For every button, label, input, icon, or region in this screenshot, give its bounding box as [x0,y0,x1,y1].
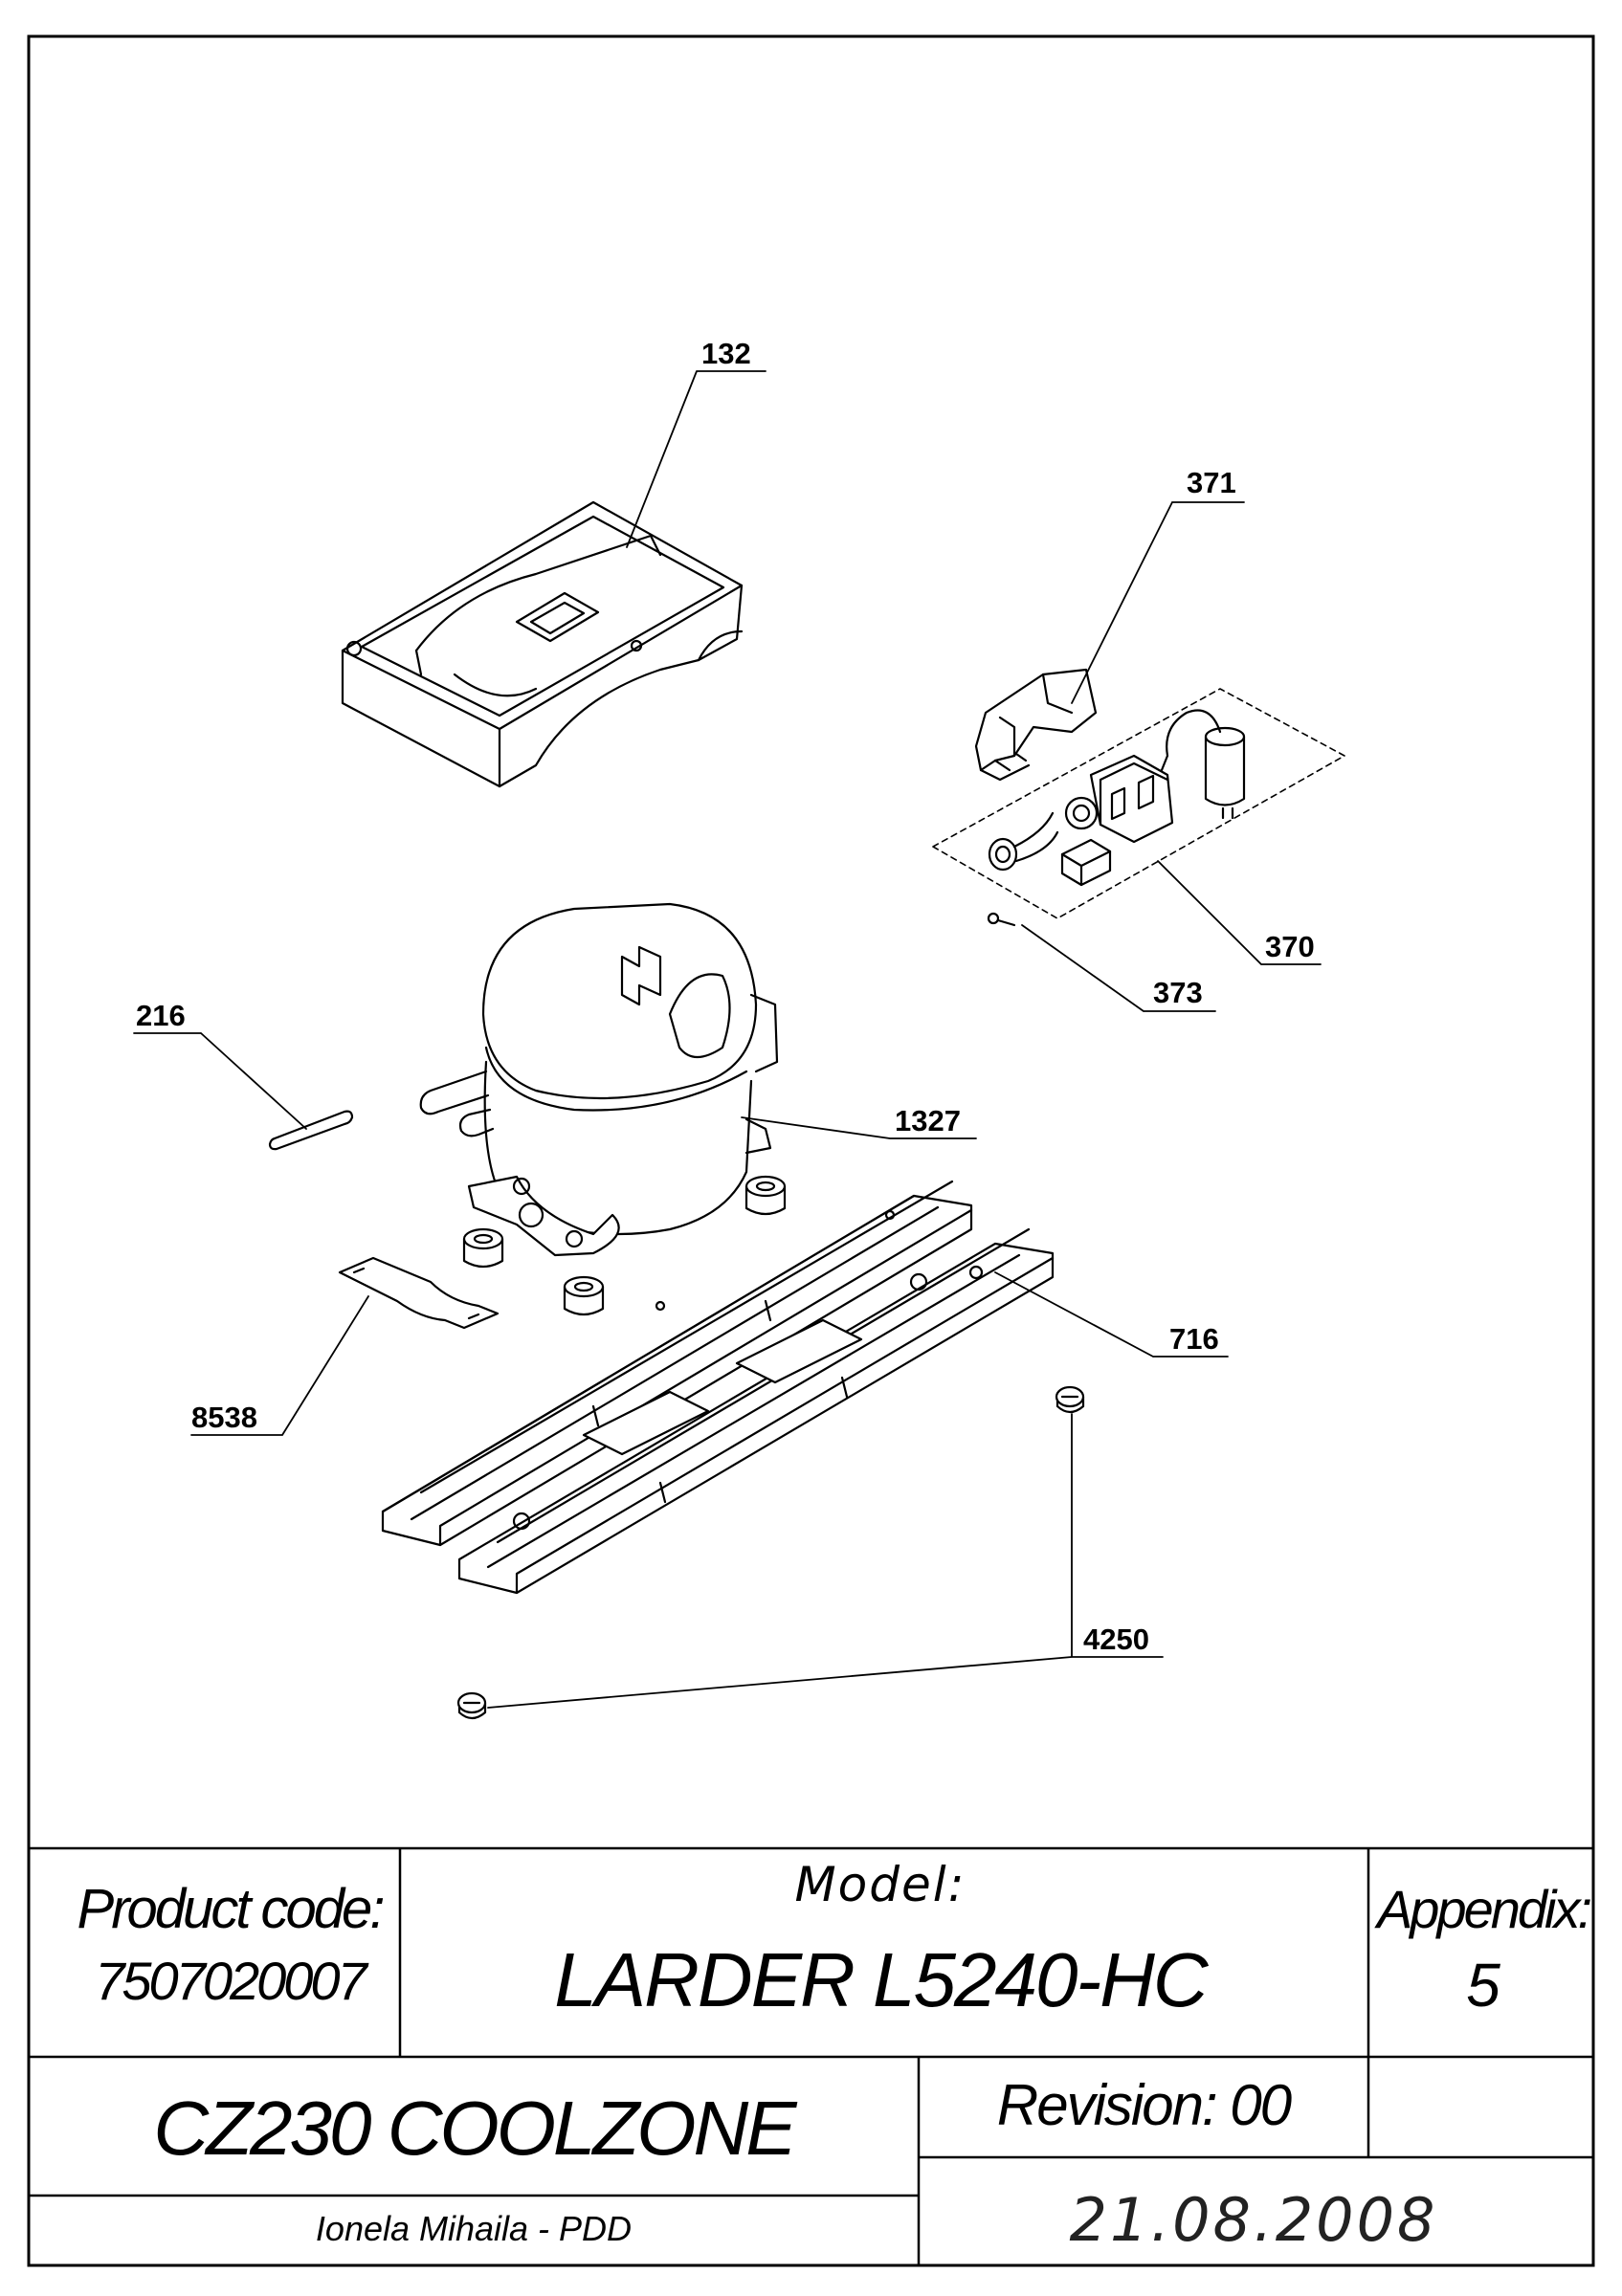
callout-216: 216 [136,999,186,1032]
product-family: CZ230 COOLZONE [153,2086,796,2171]
callout-371: 371 [1187,466,1236,499]
part-370-electrical-kit [932,688,1345,919]
appendix-label: Appendix: [1376,1878,1592,1939]
rubber-feet [462,1175,787,1316]
part-4250-nut [456,1385,1085,1720]
part-8538-plate [338,1256,500,1330]
callout-4250: 4250 [1083,1623,1149,1656]
callout-1327: 1327 [895,1104,961,1137]
part-371-relay-cover [974,668,1098,782]
drawing-frame [27,34,1595,2267]
part-216-pin [268,1110,354,1151]
product-code-value: 7507020007 [95,1950,367,2011]
part-373-screw [987,912,1016,927]
model-value: LARDER L5240-HC [554,1937,1208,2022]
revision: Revision: 00 [996,2072,1292,2137]
part-716-mounting-rails [381,1180,1055,1595]
appendix-value: 5 [1466,1951,1500,2020]
product-code-label: Product code: [77,1877,386,1940]
part-132-cover-tray [341,500,744,788]
model-label: Model: [794,1857,967,1912]
leader-lines [133,370,1322,1709]
callout-373: 373 [1153,976,1203,1009]
callout-132: 132 [701,337,751,370]
author: Ionela Mihaila - PDD [315,2209,633,2248]
callout-370: 370 [1265,930,1315,963]
callout-8538: 8538 [191,1401,257,1434]
date: 21.08.2008 [1069,2184,1438,2255]
part-1327-compressor [419,902,779,1257]
title-block-grid [29,1846,1593,2265]
callout-716: 716 [1169,1322,1219,1356]
callout-labels: 132 371 370 373 216 1327 716 8538 4250 [136,337,1315,1656]
